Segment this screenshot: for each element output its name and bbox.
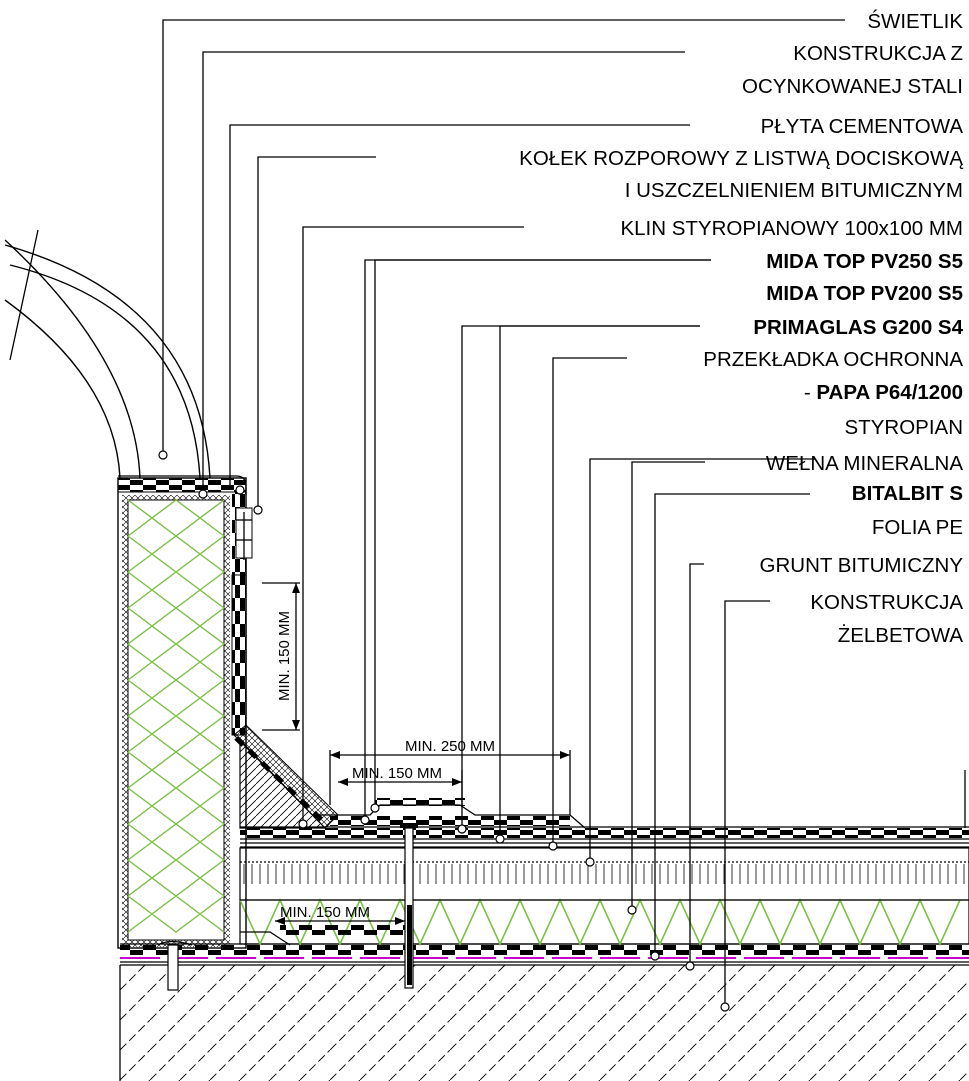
label-papa: - PAPA P64/1200 [804, 381, 963, 404]
label-kolek-2: I USZCZELNIENIEM BITUMICZNYM [625, 179, 963, 202]
label-konstrukcja-stali-2: OCYNKOWANEJ STALI [742, 75, 963, 98]
label-klin: KLIN STYROPIANOWY 100x100 MM [620, 217, 963, 240]
dimension-vertical: MIN. 150 MM [262, 582, 300, 731]
dimension-150-lower: MIN. 150 MM [275, 904, 405, 925]
skylight-curb [117, 475, 247, 949]
label-styropian: STYROPIAN [845, 416, 963, 439]
label-zelbet-2: ŻELBETOWA [838, 624, 964, 647]
leader-lines [162, 19, 845, 1005]
label-papa-dash: - [804, 381, 817, 404]
skylight-dome [4, 229, 211, 479]
roof-membranes [240, 770, 969, 848]
label-zelbet-1: KONSTRUKCJA [810, 591, 963, 614]
label-plyta-cementowa: PŁYTA CEMENTOWA [761, 115, 964, 138]
dimension-vertical-label: MIN. 150 MM [276, 611, 293, 701]
leader-endpoints [158, 450, 730, 1012]
dimension-250: MIN. 250 MM [329, 738, 571, 815]
label-primaglas: PRIMAGLAS G200 S4 [753, 316, 963, 339]
label-folia: FOLIA PE [872, 516, 963, 539]
callout-labels: ŚWIETLIK KONSTRUKCJA Z OCYNKOWANEJ STALI… [519, 9, 963, 647]
label-papa-name: PAPA P64/1200 [816, 381, 963, 404]
vapour-barrier-layer [120, 943, 969, 963]
label-swietlik: ŚWIETLIK [867, 9, 963, 33]
mechanical-anchor [400, 823, 418, 989]
label-kolek-1: KOŁEK ROZPOROWY Z LISTWĄ DOCISKOWĄ [519, 147, 963, 170]
concrete-slab [119, 964, 969, 1081]
dimension-250-label: MIN. 250 MM [405, 738, 495, 755]
label-mida-200: MIDA TOP PV200 S5 [766, 282, 963, 305]
label-mida-250: MIDA TOP PV250 S5 [766, 250, 963, 273]
label-grunt: GRUNT BITUMICZNY [760, 554, 964, 577]
curb-fastener [235, 507, 253, 560]
label-przekladka: PRZEKŁADKA OCHRONNA [703, 348, 963, 371]
label-bitalbit: BITALBIT S [852, 482, 963, 505]
wall-base-membrane [240, 925, 410, 946]
label-welna-visible: WEŁNA MINERALNA [766, 452, 963, 475]
polystyrene-layer [239, 847, 969, 901]
dimension-150-lower-label: MIN. 150 MM [280, 904, 370, 921]
label-konstrukcja-stali-1: KONSTRUKCJA Z [793, 42, 963, 65]
curb-anchor [157, 940, 193, 991]
